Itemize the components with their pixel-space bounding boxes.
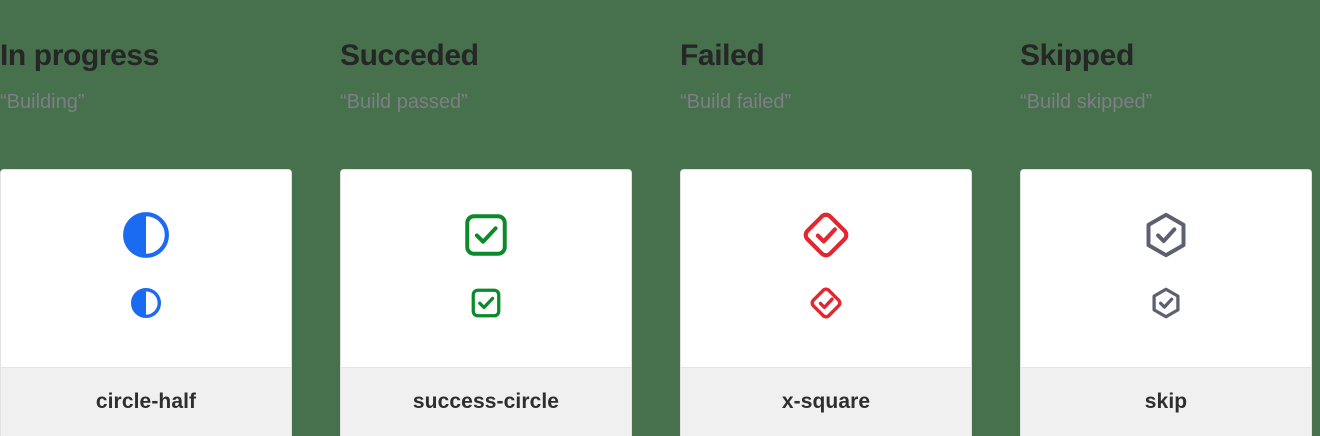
icon-preview-area [341,170,631,367]
icon-preview-area [1,170,291,367]
x-square-icon [801,210,851,260]
status-column-skipped: Skipped “Build skipped” skip [1020,0,1320,436]
column-header: Succeded “Build passed” [340,0,680,114]
icon-name-label: skip [1021,367,1311,436]
skip-icon-small [1149,286,1183,320]
success-circle-icon-small [469,286,503,320]
column-header: Failed “Build failed” [680,0,1020,114]
page-title: In progress [0,39,159,72]
page-title: Succeded [340,39,479,72]
icon-card[interactable]: circle-half [0,169,292,436]
icon-card[interactable]: success-circle [340,169,632,436]
icon-card[interactable]: skip [1020,169,1312,436]
skip-icon [1141,210,1191,260]
column-header: In progress “Building” [0,0,340,114]
circle-half-icon [121,210,171,260]
page-title: Failed [680,39,765,72]
column-header: Skipped “Build skipped” [1020,0,1320,114]
x-square-icon-small [809,286,843,320]
icon-preview-area [1021,170,1311,367]
page-title: Skipped [1020,39,1134,72]
icon-name-label: x-square [681,367,971,436]
icon-card[interactable]: x-square [680,169,972,436]
column-subtitle: “Building” [0,91,85,113]
success-circle-icon [461,210,511,260]
status-column-failed: Failed “Build failed” [680,0,1020,436]
column-subtitle: “Build failed” [680,91,792,113]
status-column-succeded: Succeded “Build passed” success- [340,0,680,436]
icon-name-label: success-circle [341,367,631,436]
icon-preview-area [681,170,971,367]
column-subtitle: “Build passed” [340,91,468,113]
status-column-in-progress: In progress “Building” circle-ha [0,0,340,436]
column-subtitle: “Build skipped” [1020,91,1153,113]
icon-name-label: circle-half [1,367,291,436]
circle-half-icon-small [129,286,163,320]
